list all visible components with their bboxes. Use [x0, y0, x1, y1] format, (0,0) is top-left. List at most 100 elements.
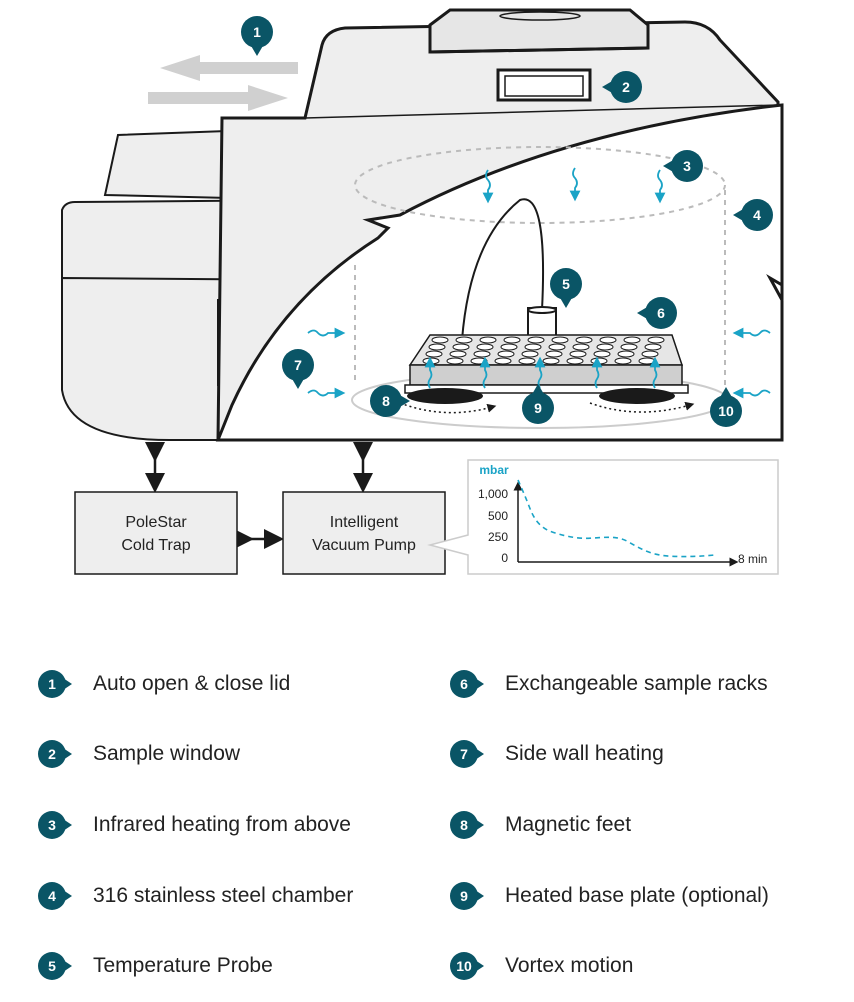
sample-well [494, 357, 512, 365]
vacuum-pump-box: Intelligent Vacuum Pump [282, 491, 446, 575]
sample-well [479, 336, 497, 344]
legend-label: Magnetic feet [505, 813, 632, 836]
callout-number: 2 [622, 79, 630, 95]
sample-well [623, 336, 641, 344]
callout-7: 7 [282, 349, 314, 389]
sample-well [647, 336, 665, 344]
callout-number: 6 [657, 305, 665, 321]
sample-well [431, 336, 449, 344]
legend-number: 1 [38, 670, 66, 698]
callout-8: 8 [370, 385, 410, 417]
sample-well [524, 343, 542, 351]
legend-badge: 9 [450, 878, 486, 914]
vortex-arrows [399, 401, 695, 414]
callout-number: 1 [253, 24, 261, 40]
legend-badge: 7 [450, 736, 486, 772]
sample-well [551, 336, 569, 344]
cold-trap-line-1: PoleStar [125, 514, 187, 531]
sample-well [638, 357, 656, 365]
legend-label: Temperature Probe [93, 954, 273, 977]
cold-trap-line-2: Cold Trap [121, 537, 190, 554]
legend-badge: 2 [38, 736, 74, 772]
sample-well [572, 343, 590, 351]
sample-well [473, 350, 491, 358]
sample-well [596, 343, 614, 351]
callout-number: 8 [382, 393, 390, 409]
sample-well [500, 343, 518, 351]
legend-number: 3 [38, 811, 66, 839]
legend-badge: 8 [450, 807, 486, 843]
y-tick-label: 1,000 [478, 487, 508, 501]
sample-well [590, 357, 608, 365]
evaporator-diagram: PoleStar Cold Trap Intelligent Vacuum Pu… [61, 8, 784, 575]
legend-number: 9 [450, 882, 478, 910]
sample-well [641, 350, 659, 358]
cold-trap-box: PoleStar Cold Trap [74, 491, 238, 575]
legend-item: 3 Infrared heating from above [38, 805, 351, 845]
connection-arrows [145, 442, 373, 549]
legend-label: Sample window [93, 742, 241, 765]
legend-badge: 10 [450, 948, 486, 984]
sample-well [548, 343, 566, 351]
legend-number: 2 [38, 740, 66, 768]
legend-number: 6 [450, 670, 478, 698]
sample-well [566, 357, 584, 365]
legend-item: 2 Sample window [38, 734, 240, 774]
legend-item: 1 Auto open & close lid [38, 664, 290, 704]
sample-well [503, 336, 521, 344]
legend-badge: 6 [450, 666, 486, 702]
legend-item: 6 Exchangeable sample racks [450, 664, 768, 704]
legend-label: Exchangeable sample racks [505, 672, 768, 695]
magnetic-feet [407, 388, 675, 404]
sample-well [644, 343, 662, 351]
callout-6: 6 [637, 297, 677, 329]
y-tick-label: 500 [488, 509, 508, 523]
pressure-series-line [517, 479, 715, 558]
sample-well [545, 350, 563, 358]
y-tick-label: 250 [488, 530, 508, 544]
x-axis-label: 8 min [738, 552, 767, 566]
temperature-probe [461, 198, 557, 341]
y-axis-label: mbar [479, 463, 509, 477]
legend-number: 8 [450, 811, 478, 839]
sample-well [542, 357, 560, 365]
callout-4: 4 [733, 199, 773, 231]
sample-well [497, 350, 515, 358]
sample-well [614, 357, 632, 365]
sample-well [527, 336, 545, 344]
sample-well [422, 357, 440, 365]
sample-well [599, 336, 617, 344]
side-wall-heating-arrows [307, 327, 771, 399]
legend-badge: 3 [38, 807, 74, 843]
legend-label: Vortex motion [505, 954, 634, 977]
sample-well [452, 343, 470, 351]
sample-well [575, 336, 593, 344]
infrared-heating-arrows [482, 167, 666, 204]
sample-well [569, 350, 587, 358]
sample-well [617, 350, 635, 358]
legend-item: 10 Vortex motion [450, 946, 633, 986]
legend-label: Auto open & close lid [93, 672, 291, 695]
sample-well [476, 343, 494, 351]
callout-number: 10 [718, 403, 734, 419]
sample-well [449, 350, 467, 358]
legend-label: Side wall heating [505, 742, 664, 765]
legend-label: Infrared heating from above [93, 813, 351, 836]
callout-number: 9 [534, 400, 542, 416]
legend-number: 10 [450, 952, 478, 980]
legend-item: 8 Magnetic feet [450, 805, 631, 845]
vacuum-pump-line-1: Intelligent [330, 514, 399, 531]
base-heating-arrows [424, 356, 661, 389]
sample-well [620, 343, 638, 351]
legend-label: Heated base plate (optional) [505, 884, 769, 907]
sample-well [518, 357, 536, 365]
vacuum-pump-line-2: Vacuum Pump [312, 537, 416, 554]
callout-10: 10 [710, 387, 742, 427]
legend-item: 9 Heated base plate (optional) [450, 876, 769, 916]
callout-5: 5 [550, 268, 582, 308]
callout-1: 1 [241, 16, 273, 56]
